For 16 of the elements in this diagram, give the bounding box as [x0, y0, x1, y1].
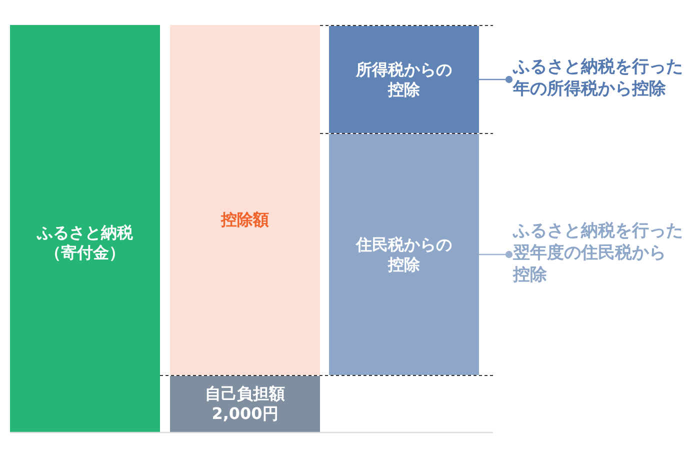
resident-tax-segment [329, 134, 479, 375]
deduction-bar [170, 25, 320, 375]
bar-label: ふるさと納税 [37, 222, 133, 242]
leader-line [479, 76, 513, 84]
leader-line [479, 250, 513, 258]
callout-text: ふるさと納税を行った年の所得税から控除 [513, 57, 691, 100]
callout-text: ふるさと納税を行った翌年度の住民税から控除 [513, 221, 691, 286]
segment-label: 自己負担額 [205, 384, 285, 404]
bar-label: （寄付金） [45, 242, 125, 262]
bar-label: 控除額 [221, 210, 269, 230]
segment-label: 住民税からの控除 [354, 234, 453, 274]
donation-bar [10, 25, 160, 432]
segment-label: 所得税からの控除 [354, 60, 453, 100]
income-tax-segment [329, 26, 479, 133]
self-pay-segment [170, 376, 320, 432]
amount-label: 2,000円 [212, 404, 278, 424]
